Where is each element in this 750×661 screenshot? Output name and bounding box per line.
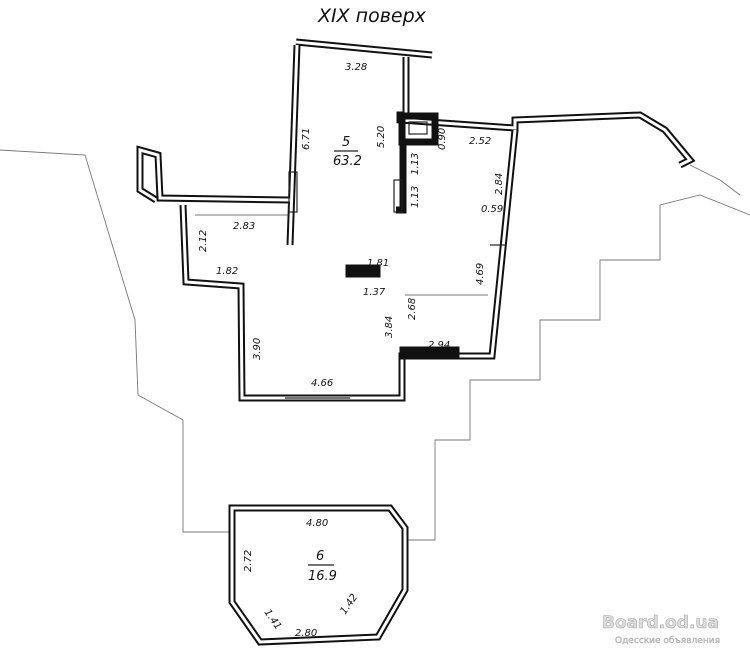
lot-boundary [0,149,750,541]
watermark-tagline: Одесские объявления [615,636,720,646]
dim-label: 3.28 [345,62,367,73]
dim-label: 4.66 [311,378,333,389]
dim-label: 0.59 [481,204,503,215]
room-number: 5 [342,135,350,150]
dim-label: 2.80 [295,628,317,639]
dim-label: 0.90 [437,128,448,150]
dim-label: 2.72 [243,550,254,572]
dim-label: 5.20 [376,126,387,148]
room-area: 16.9 [308,569,337,584]
dim-label: 2.52 [469,136,491,147]
dim-label: 1.37 [363,287,386,298]
dim-label: 4.80 [306,518,328,529]
room-number: 6 [316,549,324,564]
room-6-label: 6 16.9 [308,549,337,584]
dim-label: 3.90 [252,338,263,360]
room-area: 63.2 [333,154,362,169]
dim-label: 2.68 [407,298,418,320]
dim-label: 6.71 [301,128,312,150]
dim-label: 1.82 [216,266,238,277]
room-5-label: 5 63.2 [333,135,362,169]
floor-title: XIX поверх [317,5,427,27]
dim-label: 2.94 [428,340,450,351]
dim-label: 4.69 [475,263,486,285]
dim-label: 3.84 [384,316,395,338]
dim-label: 1.81 [367,258,389,269]
dim-label: 1.41 [262,607,284,632]
dim-label: 1.13 [410,186,421,208]
dim-label: 2.12 [198,230,209,252]
dim-label: 1.13 [410,153,421,175]
balcony-walls [228,504,409,646]
apartment-walls [136,38,696,402]
dim-label: 1.42 [338,592,360,617]
watermark-site: Board.od.ua [602,613,719,633]
dim-label: 2.83 [233,221,255,232]
watermark: Board.od.ua Одесские объявления [602,613,720,646]
dim-label: 2.84 [494,173,505,195]
